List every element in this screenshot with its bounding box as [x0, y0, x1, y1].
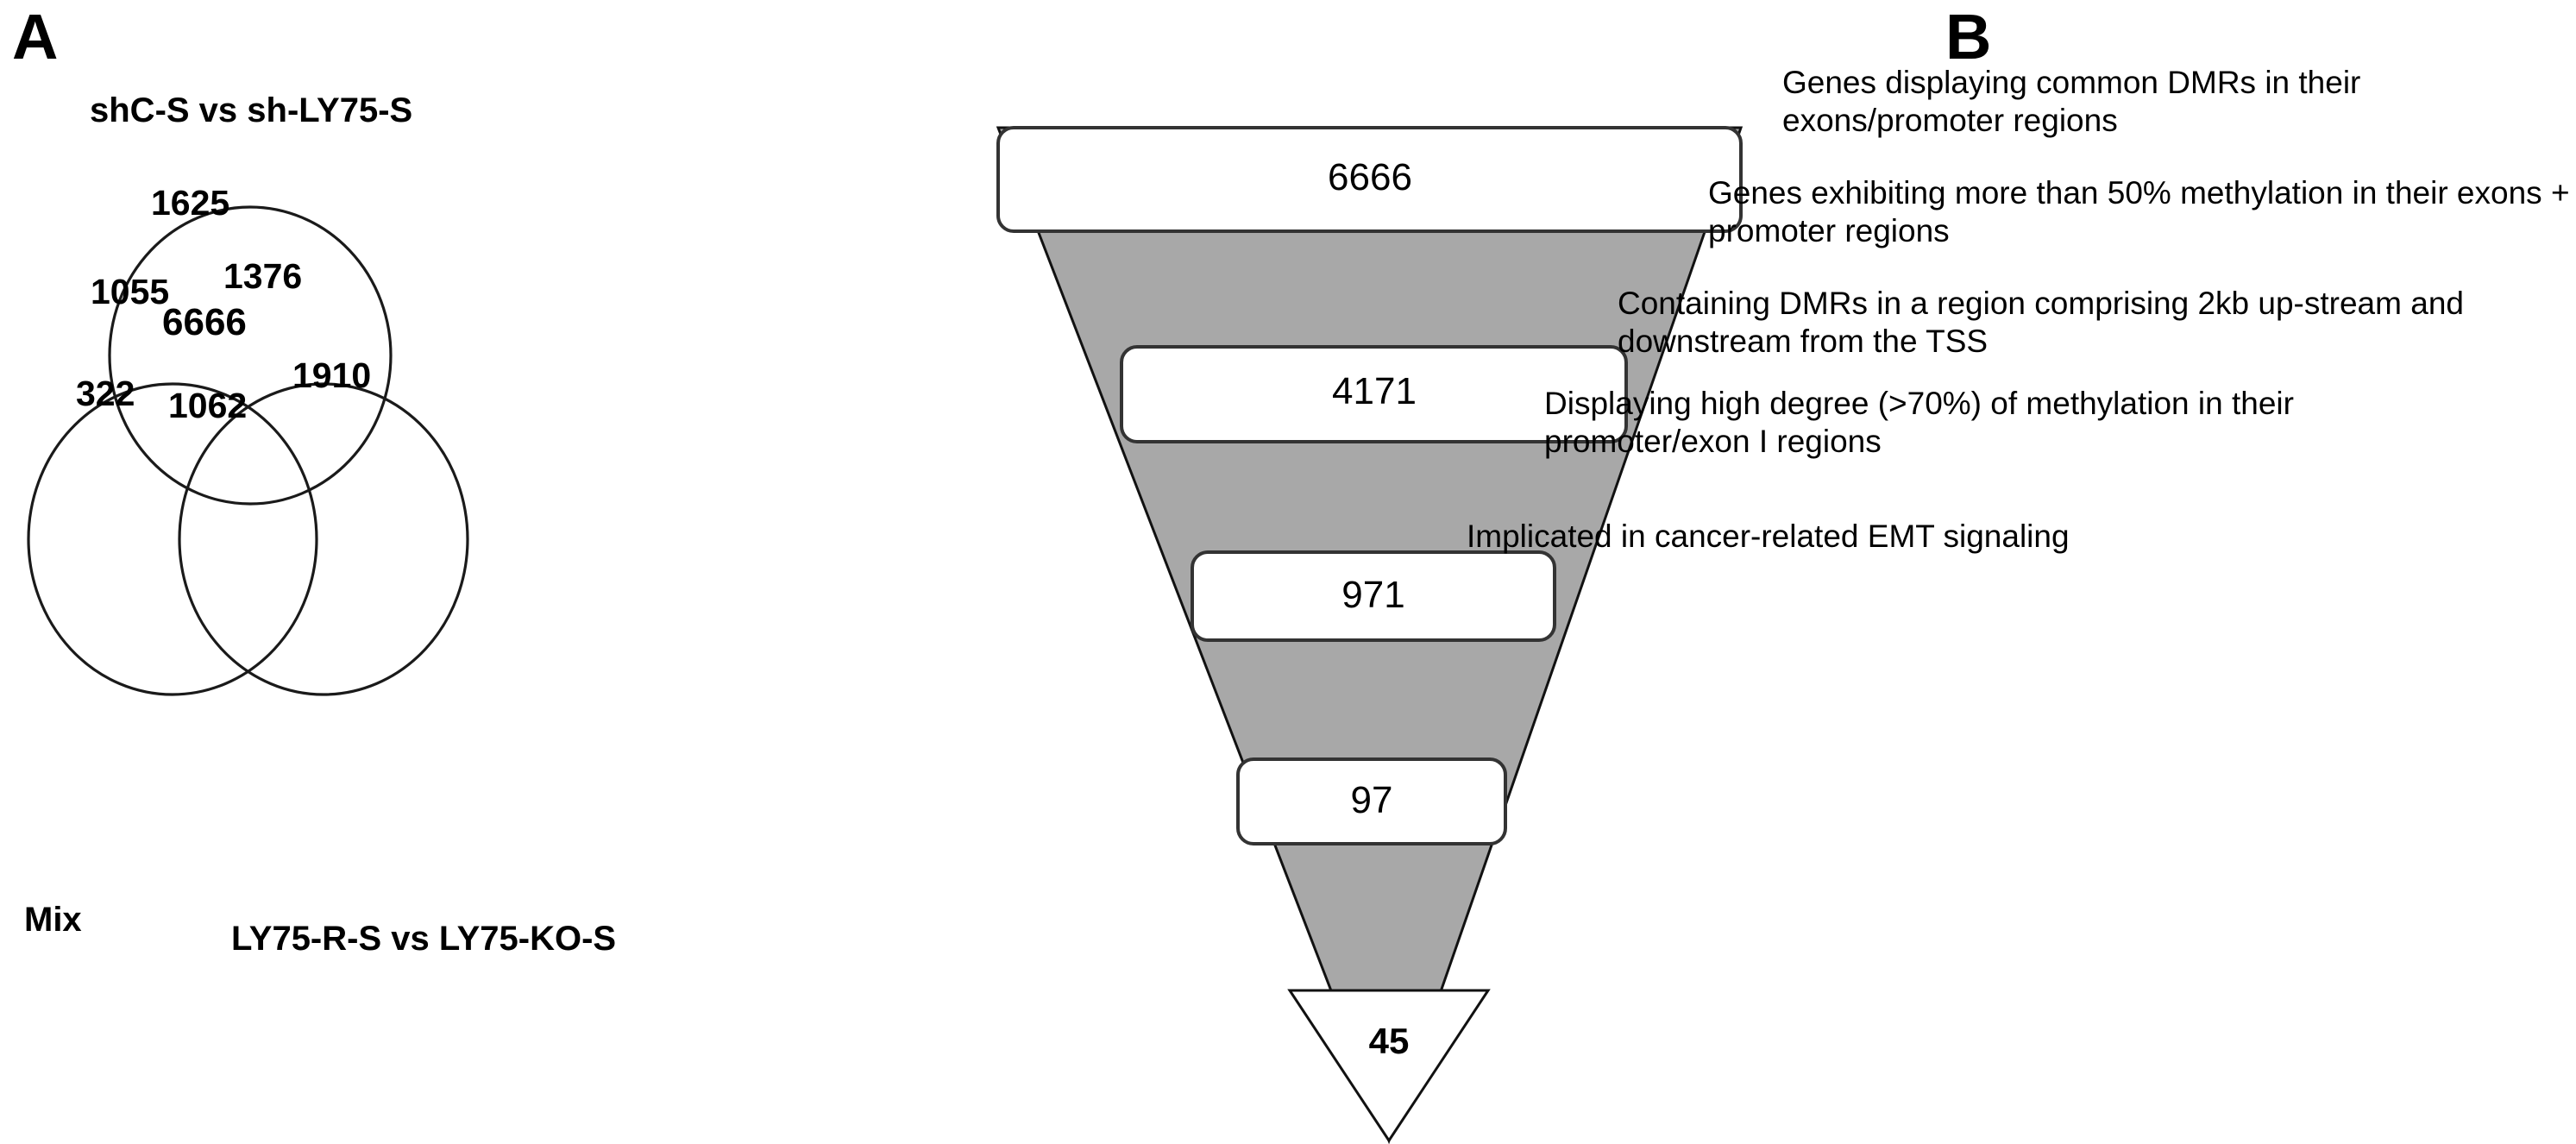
venn-count-all-three: 6666: [162, 301, 247, 343]
funnel-label-1: Genes exhibiting more than 50% methylati…: [1708, 175, 2570, 248]
funnel-tip-triangle: [1287, 989, 1491, 1143]
panel-a-letter: A: [12, 1, 59, 72]
venn-count-left-only: 322: [76, 374, 135, 413]
venn-circle-left: [27, 382, 318, 696]
funnel-value-4: 45: [1368, 1021, 1410, 1061]
venn-count-top-and-right: 1376: [223, 256, 303, 296]
funnel-label-4: Implicated in cancer-related EMT signali…: [1467, 519, 2070, 554]
funnel-box-3: [1236, 757, 1507, 845]
venn-circles-svg: [27, 205, 469, 696]
funnel-label-2: Containing DMRs in a region comprising 2…: [1618, 286, 2464, 359]
funnel-value-1: 4171: [1332, 370, 1417, 412]
venn-count-right-only: 1910: [292, 355, 372, 395]
panel-a-venn-diagram: A shC-S vs sh-LY75-S Mix LY75-R-S vs LY7…: [0, 0, 949, 1144]
venn-count-top-only: 1625: [151, 183, 230, 223]
venn-circle-right: [178, 382, 469, 696]
funnel-label-0: Genes displaying common DMRs in their ex…: [1782, 65, 2361, 138]
funnel-label-3: Displaying high degree (>70%) of methyla…: [1544, 386, 2294, 459]
funnel-box-0: [996, 126, 1743, 233]
panel-b-letter: B: [1945, 1, 1992, 72]
funnel-box-2: [1191, 550, 1556, 642]
funnel-value-0: 6666: [1328, 156, 1412, 198]
panel-b-funnel-diagram: B 6666 4171 971 97 45 Genes displaying c…: [949, 0, 2576, 1144]
venn-circle-top: [108, 205, 393, 506]
venn-set-label-top: shC-S vs sh-LY75-S: [90, 91, 413, 129]
funnel-value-3: 97: [1350, 779, 1393, 821]
funnel-box-1: [1120, 345, 1628, 443]
venn-count-left-and-right: 1062: [168, 386, 248, 425]
venn-set-label-ly75: LY75-R-S vs LY75-KO-S: [231, 920, 617, 958]
venn-set-label-mix: Mix: [24, 901, 82, 939]
funnel-shape-svg: [996, 126, 1744, 1144]
venn-count-top-and-left: 1055: [91, 272, 170, 311]
funnel-value-2: 971: [1341, 574, 1405, 616]
